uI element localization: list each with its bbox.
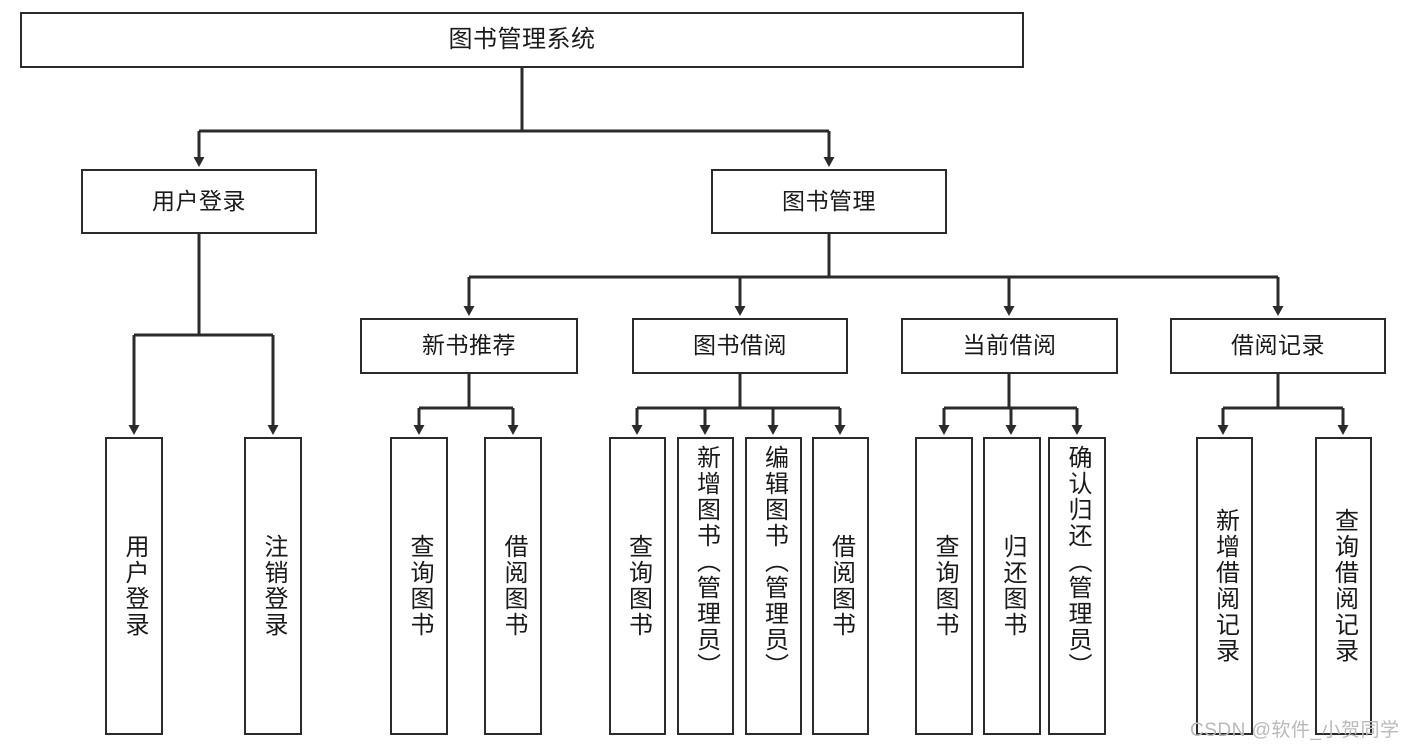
leaf-borrow-record-query-record[interactable]: 查询借阅记录 — [1315, 437, 1372, 735]
leaf-new-book-query-book[interactable]: 查询图书 — [390, 437, 448, 735]
node-label: 借阅图书 — [500, 534, 527, 638]
node-current-borrow[interactable]: 当前借阅 — [901, 318, 1118, 374]
node-book-borrow[interactable]: 图书借阅 — [632, 318, 848, 374]
node-label: 新增图书（管理员） — [692, 445, 720, 679]
leaf-borrow-record-add-record[interactable]: 新增借阅记录 — [1196, 437, 1253, 735]
node-label: 查询图书 — [931, 534, 958, 638]
leaf-book-borrow-borrow-book[interactable]: 借阅图书 — [812, 437, 869, 735]
node-label: 图书借阅 — [693, 332, 787, 359]
leaf-book-borrow-edit-book-admin[interactable]: 编辑图书（管理员） — [745, 437, 802, 735]
node-new-book-recommend[interactable]: 新书推荐 — [360, 318, 578, 374]
node-label: 图书管理 — [782, 187, 876, 214]
node-label: 用户登录 — [152, 187, 246, 214]
node-borrow-record[interactable]: 借阅记录 — [1170, 318, 1386, 374]
node-label: 借阅图书 — [827, 534, 855, 638]
node-label: 新书推荐 — [422, 332, 516, 359]
node-label: 查询借阅记录 — [1330, 508, 1358, 664]
leaf-book-borrow-query-book[interactable]: 查询图书 — [609, 437, 666, 735]
node-label: 查询图书 — [624, 534, 652, 638]
node-label: 用户登录 — [121, 534, 148, 638]
node-label: 注销登录 — [260, 534, 287, 638]
leaf-current-borrow-return-book[interactable]: 归还图书 — [983, 437, 1041, 735]
node-user-login[interactable]: 用户登录 — [81, 169, 317, 234]
leaf-current-borrow-query-book[interactable]: 查询图书 — [915, 437, 973, 735]
watermark-text: CSDN @软件_小贺同学 — [1190, 720, 1400, 741]
leaf-book-borrow-add-book-admin[interactable]: 新增图书（管理员） — [677, 437, 734, 735]
leaf-user-login-logout[interactable]: 注销登录 — [244, 437, 302, 735]
leaf-new-book-borrow-book[interactable]: 借阅图书 — [484, 437, 542, 735]
node-label: 新增借阅记录 — [1211, 508, 1239, 664]
node-label: 确认归还（管理员） — [1064, 445, 1091, 679]
node-label: 借阅记录 — [1231, 332, 1325, 359]
leaf-current-borrow-confirm-return-admin[interactable]: 确认归还（管理员） — [1048, 437, 1106, 735]
node-label: 图书管理系统 — [448, 25, 596, 53]
node-label: 编辑图书（管理员） — [760, 445, 788, 679]
node-label: 当前借阅 — [962, 332, 1057, 359]
node-root-system[interactable]: 图书管理系统 — [20, 12, 1024, 68]
node-label: 归还图书 — [999, 534, 1026, 638]
node-book-management[interactable]: 图书管理 — [711, 169, 947, 234]
leaf-user-login-login[interactable]: 用户登录 — [105, 437, 163, 735]
node-label: 查询图书 — [406, 534, 433, 638]
